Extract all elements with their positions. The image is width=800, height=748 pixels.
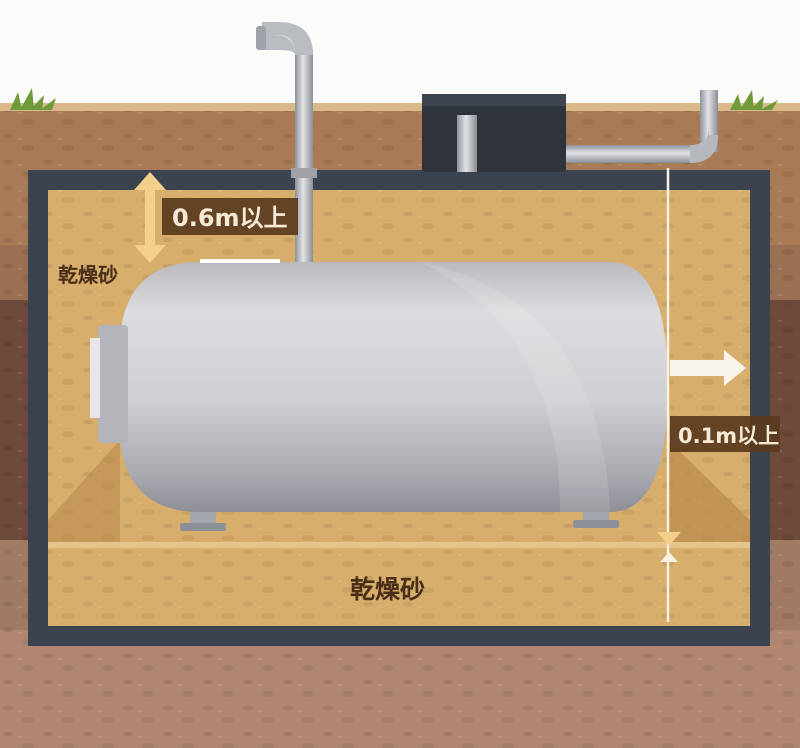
sky	[0, 0, 800, 108]
sand-label-bottom: 乾燥砂	[350, 575, 425, 604]
tank-nozzle-flange	[90, 338, 100, 418]
tank-top-highlight	[200, 259, 280, 263]
vent-pipe-cap	[256, 26, 266, 50]
sand-shadow-left	[48, 440, 120, 548]
vent-pipe-collar	[291, 168, 317, 178]
grass-left-icon	[10, 88, 56, 110]
tank-body	[120, 262, 668, 512]
top-clearance-arrow	[134, 172, 166, 263]
top-clearance-label: 0.6m以上	[172, 204, 288, 232]
tank-end-nozzle	[98, 325, 128, 443]
side-clearance-arrow	[670, 350, 746, 386]
ground-surface	[0, 103, 800, 111]
tank-foot-left-base	[180, 523, 226, 531]
right-pipe-horizontal	[566, 145, 696, 163]
sand-label-left: 乾燥砂	[58, 263, 118, 287]
top-clearance-label-bg	[162, 198, 298, 235]
tank-highlight	[420, 262, 610, 512]
control-box-pipe	[457, 115, 477, 172]
sand-bed-top	[48, 542, 750, 548]
grass-right-icon	[730, 90, 778, 110]
bottom-arrow-up	[660, 552, 678, 562]
right-pipe-elbow	[690, 128, 718, 163]
vent-pipe	[295, 50, 313, 266]
storage-tank	[90, 259, 668, 531]
control-box-lid	[422, 94, 566, 106]
bottom-arrow-down	[657, 532, 681, 546]
tank-foot-right-base	[573, 520, 619, 528]
side-clearance-label: 0.1m以上	[678, 424, 779, 448]
vent-pipe-elbow	[262, 22, 313, 55]
side-clearance-label-bg	[670, 416, 780, 452]
sand-shadow-right	[668, 440, 750, 548]
